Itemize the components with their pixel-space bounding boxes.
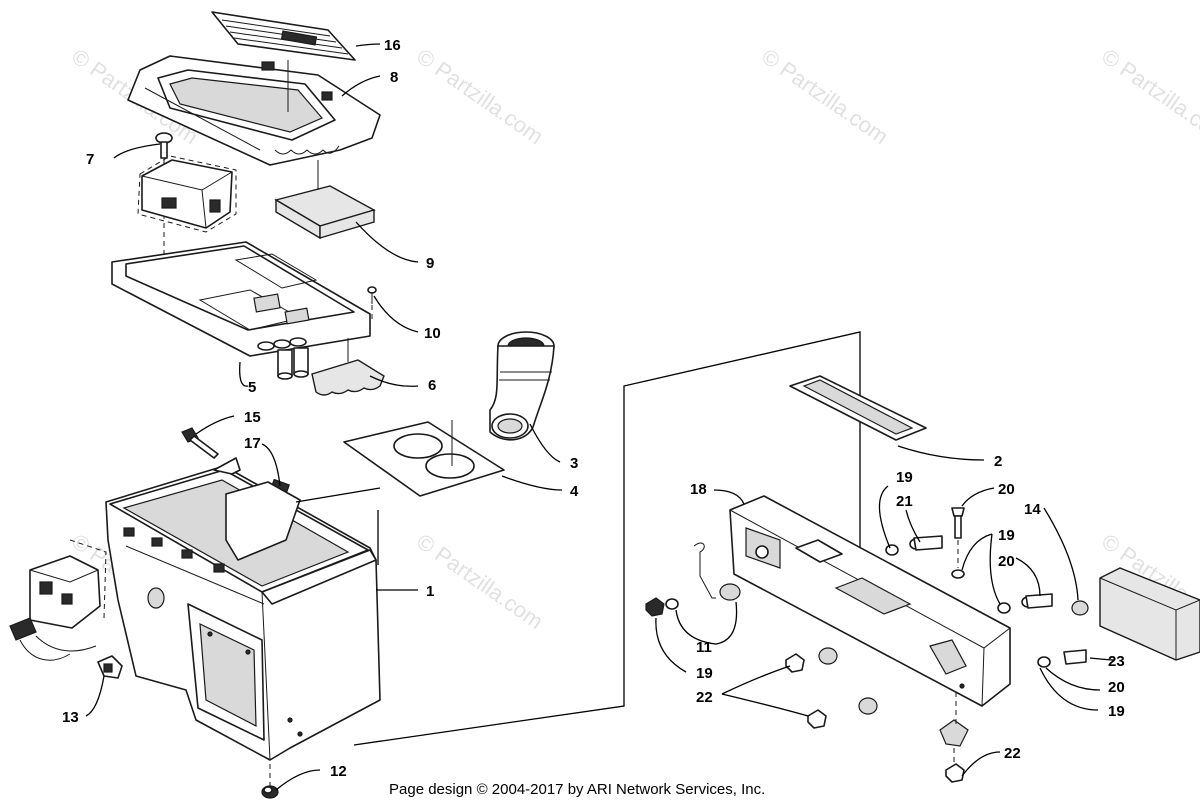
callout-20: 20 — [1108, 679, 1125, 696]
callout-7: 7 — [86, 151, 94, 168]
callout-10: 10 — [424, 325, 441, 342]
part-9-foam-filter — [274, 160, 376, 240]
callout-19: 19 — [896, 469, 913, 486]
callout-19: 19 — [1108, 703, 1125, 720]
part-12-grommet — [261, 764, 279, 799]
callout-9: 9 — [426, 255, 434, 272]
part-10-screw — [367, 286, 377, 304]
callout-20: 20 — [998, 481, 1015, 498]
callout-19: 19 — [998, 527, 1015, 544]
hardware-parts — [645, 507, 1089, 783]
callout-8: 8 — [390, 69, 398, 86]
part-5-tray — [111, 241, 373, 380]
callout-4: 4 — [570, 483, 579, 500]
callout-18: 18 — [690, 481, 707, 498]
leader-lines — [85, 43, 1115, 791]
part-23-filter-element — [1099, 567, 1200, 661]
callout-22: 22 — [1004, 745, 1021, 762]
part-13-sensor — [97, 655, 123, 679]
copyright-footer: Page design © 2004-2017 by ARI Network S… — [389, 781, 765, 798]
watermark-text: © Partzilla.com — [412, 529, 548, 635]
part-18-intake-duct — [729, 495, 1011, 707]
watermark-text: © Partzilla.com — [757, 44, 893, 150]
ecu-module — [137, 155, 237, 233]
callout-5: 5 — [248, 379, 256, 396]
callout-23: 23 — [1108, 653, 1125, 670]
callout-20: 20 — [998, 553, 1015, 570]
part-16-decal — [211, 11, 356, 61]
callout-14: 14 — [1024, 501, 1041, 518]
callout-3: 3 — [570, 455, 578, 472]
callout-numbers: 16 8 7 9 10 5 6 15 17 3 4 1 13 12 2 18 1… — [62, 37, 1125, 780]
watermark-text: © Partzilla.com — [412, 44, 548, 150]
callout-13: 13 — [62, 709, 79, 726]
part-1-airbox-base — [105, 457, 381, 761]
wiring-harness — [9, 539, 107, 661]
part-4-gasket-plate — [343, 420, 505, 497]
part-2-gasket-frame — [789, 375, 927, 441]
callout-6: 6 — [428, 377, 436, 394]
callout-17: 17 — [244, 435, 261, 452]
callout-15: 15 — [244, 409, 261, 426]
callout-11: 11 — [696, 639, 712, 656]
callout-19: 19 — [696, 665, 713, 682]
callout-2: 2 — [994, 453, 1002, 470]
callout-12: 12 — [330, 763, 347, 780]
callout-16: 16 — [384, 37, 401, 54]
watermark-text: © Partzilla.com — [1097, 44, 1200, 150]
part-8-airbox-cover — [127, 55, 381, 166]
part-6-foam-pad — [311, 338, 385, 396]
callout-22: 22 — [696, 689, 713, 706]
callout-1: 1 — [426, 583, 434, 600]
callout-21: 21 — [896, 493, 913, 510]
part-3-elbow-intake — [489, 331, 555, 441]
part-15-bolt — [181, 427, 219, 459]
